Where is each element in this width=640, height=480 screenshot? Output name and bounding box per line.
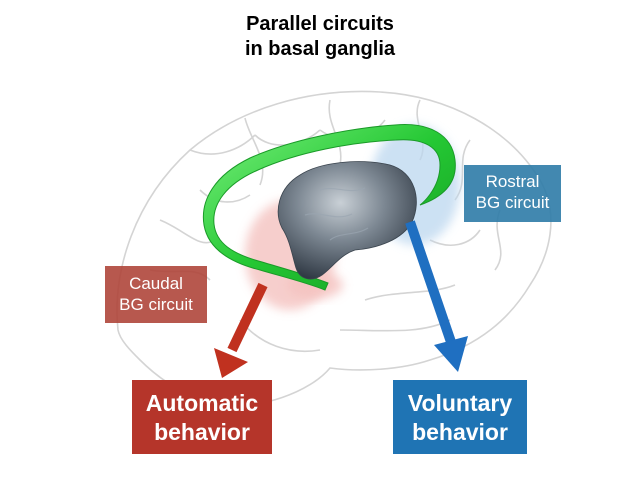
putamen-body <box>277 161 417 280</box>
rostral-label-line2: BG circuit <box>475 193 550 212</box>
automatic-behavior-box: Automatic behavior <box>132 380 272 454</box>
putamen-texture <box>304 187 369 241</box>
caudal-label-line1: Caudal <box>129 274 183 293</box>
rostral-label-line1: Rostral <box>485 172 540 191</box>
caudal-label-line2: BG circuit <box>119 295 193 314</box>
automatic-label-line2: behavior <box>154 419 250 445</box>
voluntary-label-line1: Voluntary <box>407 390 513 416</box>
diagram-title-line1: Parallel circuits <box>246 13 394 35</box>
caudal-circuit-label: Caudal BG circuit <box>105 266 207 323</box>
arrow-to-automatic <box>214 282 268 378</box>
voluntary-behavior-box: Voluntary behavior <box>393 380 527 454</box>
rostral-circuit-label: Rostral BG circuit <box>464 165 561 222</box>
arrow-to-voluntary <box>405 220 468 372</box>
diagram-title-line2: in basal ganglia <box>244 38 396 60</box>
caudate-loop <box>202 124 456 291</box>
automatic-label-line1: Automatic <box>145 390 259 416</box>
voluntary-label-line2: behavior <box>412 419 508 445</box>
